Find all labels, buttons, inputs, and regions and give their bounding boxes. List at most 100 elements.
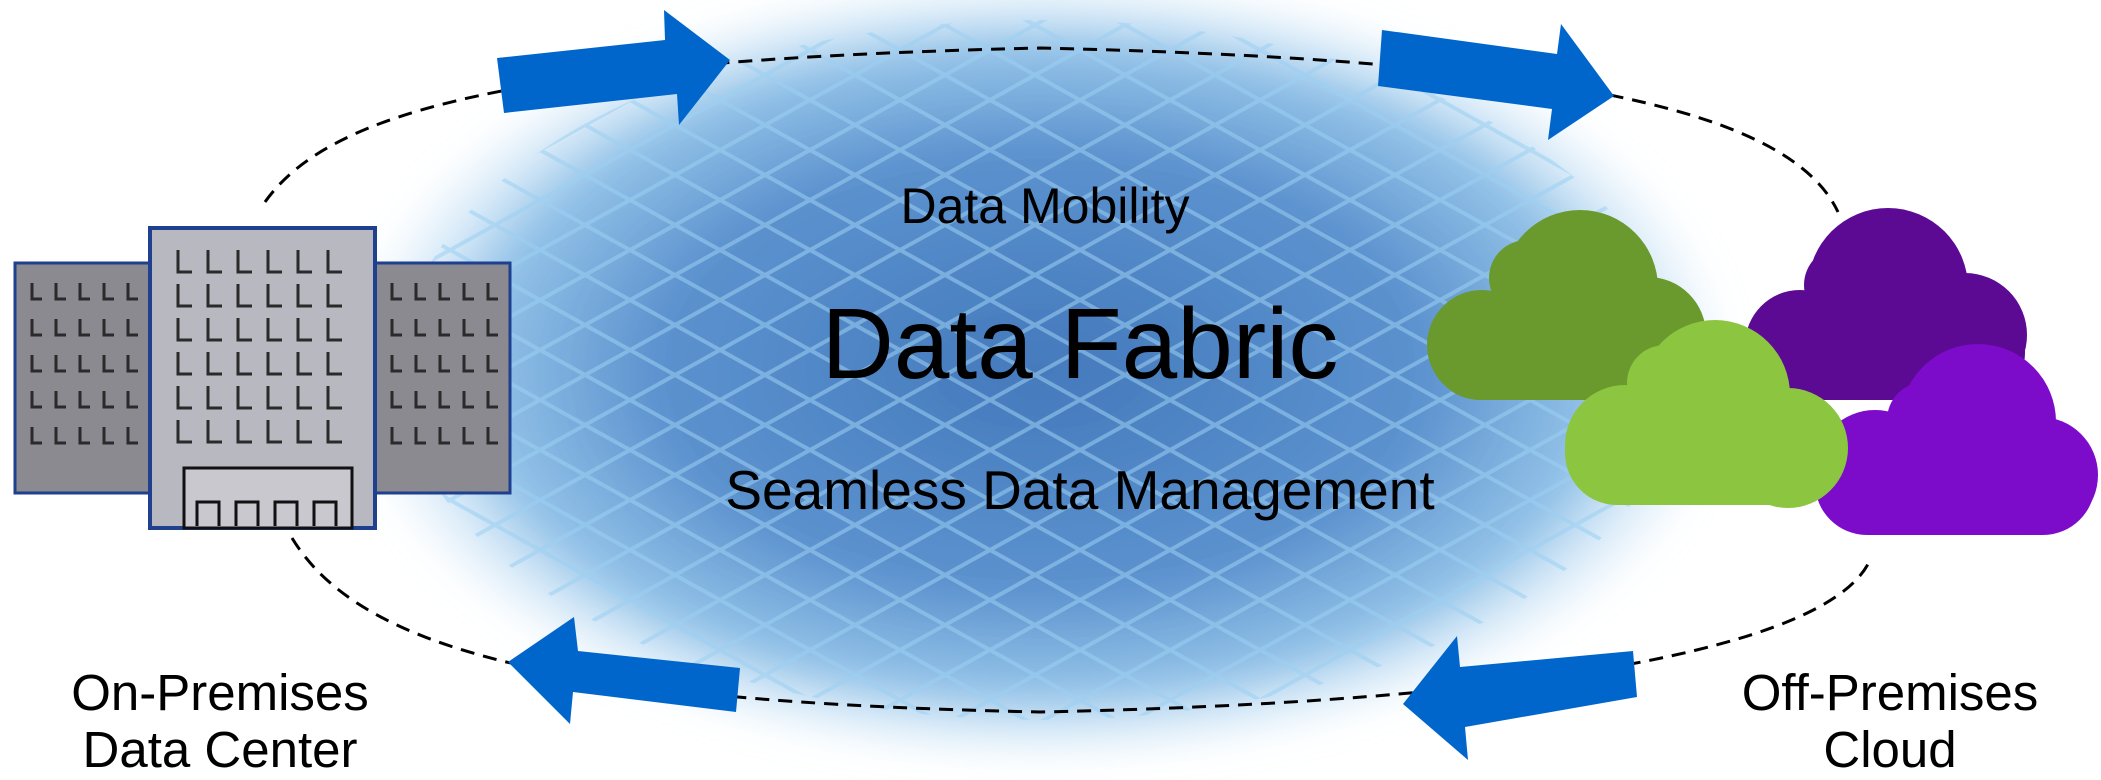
window-mark	[486, 427, 498, 445]
window-mark	[486, 391, 498, 409]
window-mark	[414, 391, 426, 409]
window-mark	[54, 427, 66, 445]
window-mark	[462, 355, 474, 373]
window-mark	[30, 283, 42, 301]
window-mark	[78, 355, 90, 373]
window-mark	[326, 352, 342, 376]
on-premises-label-line1: On-Premises	[71, 664, 369, 721]
window-mark	[206, 386, 222, 410]
window-mark	[78, 427, 90, 445]
window-mark	[486, 283, 498, 301]
loop-top-path	[263, 46, 1840, 213]
window-mark	[326, 318, 342, 342]
window-mark	[176, 250, 192, 274]
diagram-title: Data Fabric	[821, 288, 1339, 400]
window-mark	[176, 318, 192, 342]
window-mark	[236, 386, 252, 410]
window-mark	[102, 283, 114, 301]
on-premises-label-line2: Data Center	[82, 721, 358, 779]
arrow-bottom-left	[508, 617, 740, 724]
window-mark	[326, 284, 342, 308]
window-mark	[30, 427, 42, 445]
window-mark	[54, 391, 66, 409]
mobility-loop	[263, 46, 1872, 714]
data-mobility-label: Data Mobility	[900, 178, 1190, 234]
window-mark	[236, 284, 252, 308]
window-mark	[176, 420, 192, 444]
window-mark	[126, 319, 138, 337]
window-mark	[126, 283, 138, 301]
window-mark	[30, 319, 42, 337]
window-mark	[30, 391, 42, 409]
window-mark	[266, 318, 282, 342]
off-premises-clouds	[1427, 208, 2098, 535]
window-mark	[266, 250, 282, 274]
window-mark	[266, 284, 282, 308]
building-entrance	[182, 466, 354, 530]
window-mark	[126, 391, 138, 409]
building-right-wing	[373, 261, 512, 495]
window-mark	[326, 420, 342, 444]
window-mark	[236, 250, 252, 274]
window-mark	[126, 427, 138, 445]
window-mark	[126, 355, 138, 373]
window-mark	[206, 318, 222, 342]
cloud-light-green-icon	[1565, 320, 1848, 508]
window-mark	[438, 319, 450, 337]
window-mark	[462, 391, 474, 409]
window-mark	[266, 420, 282, 444]
window-mark	[390, 391, 402, 409]
window-mark	[390, 319, 402, 337]
window-mark	[30, 355, 42, 373]
door-mark	[312, 500, 338, 526]
window-mark	[102, 319, 114, 337]
flow-arrows	[497, 10, 1637, 760]
cloud-light-purple-icon	[1815, 344, 2098, 535]
window-mark	[78, 391, 90, 409]
window-mark	[438, 355, 450, 373]
window-mark	[296, 386, 312, 410]
window-mark	[206, 250, 222, 274]
window-mark	[326, 386, 342, 410]
loop-bottom-path	[290, 537, 1872, 714]
window-mark	[236, 318, 252, 342]
building-doors	[195, 500, 338, 526]
window-mark	[486, 319, 498, 337]
window-mark	[102, 391, 114, 409]
seamless-data-management-label: Seamless Data Management	[725, 459, 1435, 521]
window-mark	[462, 283, 474, 301]
arrow-top-right	[1378, 24, 1614, 140]
window-mark	[438, 283, 450, 301]
window-mark	[462, 319, 474, 337]
arrow-top-left	[497, 10, 730, 125]
window-mark	[414, 355, 426, 373]
window-mark	[414, 283, 426, 301]
window-mark	[78, 283, 90, 301]
window-mark	[438, 391, 450, 409]
on-premises-building-icon	[13, 226, 512, 530]
off-premises-label-line1: Off-Premises	[1741, 664, 2039, 721]
window-mark	[296, 420, 312, 444]
window-mark	[206, 352, 222, 376]
window-mark	[296, 284, 312, 308]
window-mark	[206, 284, 222, 308]
door-mark	[234, 500, 260, 526]
window-mark	[390, 427, 402, 445]
window-mark	[102, 427, 114, 445]
window-mark	[54, 283, 66, 301]
window-mark	[296, 352, 312, 376]
window-mark	[176, 352, 192, 376]
window-mark	[462, 427, 474, 445]
window-mark	[54, 355, 66, 373]
window-mark	[296, 318, 312, 342]
window-mark	[78, 319, 90, 337]
arrow-bottom-right	[1403, 636, 1637, 760]
window-mark	[176, 386, 192, 410]
door-mark	[195, 500, 221, 526]
building-windows	[30, 250, 498, 445]
off-premises-label-line2: Cloud	[1823, 721, 1957, 779]
window-mark	[102, 355, 114, 373]
window-mark	[176, 284, 192, 308]
window-mark	[236, 352, 252, 376]
